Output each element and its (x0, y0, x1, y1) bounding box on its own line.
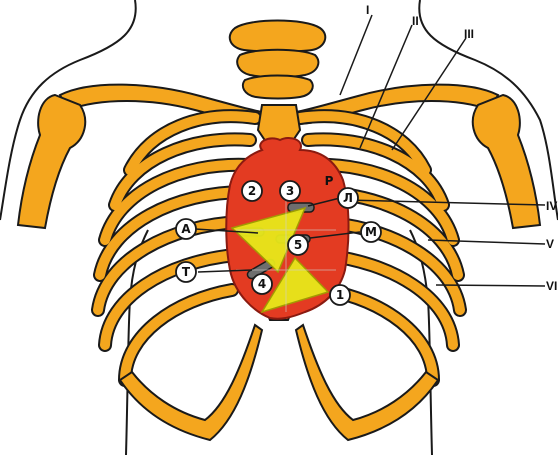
rib-label-III: III (464, 27, 474, 41)
marker-2-label: 2 (248, 184, 256, 198)
costal-margin (120, 325, 438, 440)
rib-label-I: I (366, 3, 369, 17)
marker-5-label: 5 (294, 238, 302, 252)
left-humerus (18, 95, 85, 228)
marker-4-label: 4 (258, 277, 266, 291)
right-humerus (473, 95, 540, 228)
marker-A-label: A (181, 222, 191, 236)
rib-label-II: II (412, 14, 419, 28)
marker-T-label: T (182, 265, 191, 279)
rib-label-VI: VI (546, 279, 557, 293)
rib-label-V: V (546, 237, 554, 251)
spine (230, 21, 326, 99)
marker-L-label: Л (343, 191, 353, 205)
rib-label-IV: IV (546, 199, 557, 213)
marker-P-label: P (325, 174, 334, 188)
marker-3-label: 3 (286, 184, 294, 198)
marker-1-label: 1 (336, 288, 344, 302)
marker-M-label: M (365, 225, 377, 239)
